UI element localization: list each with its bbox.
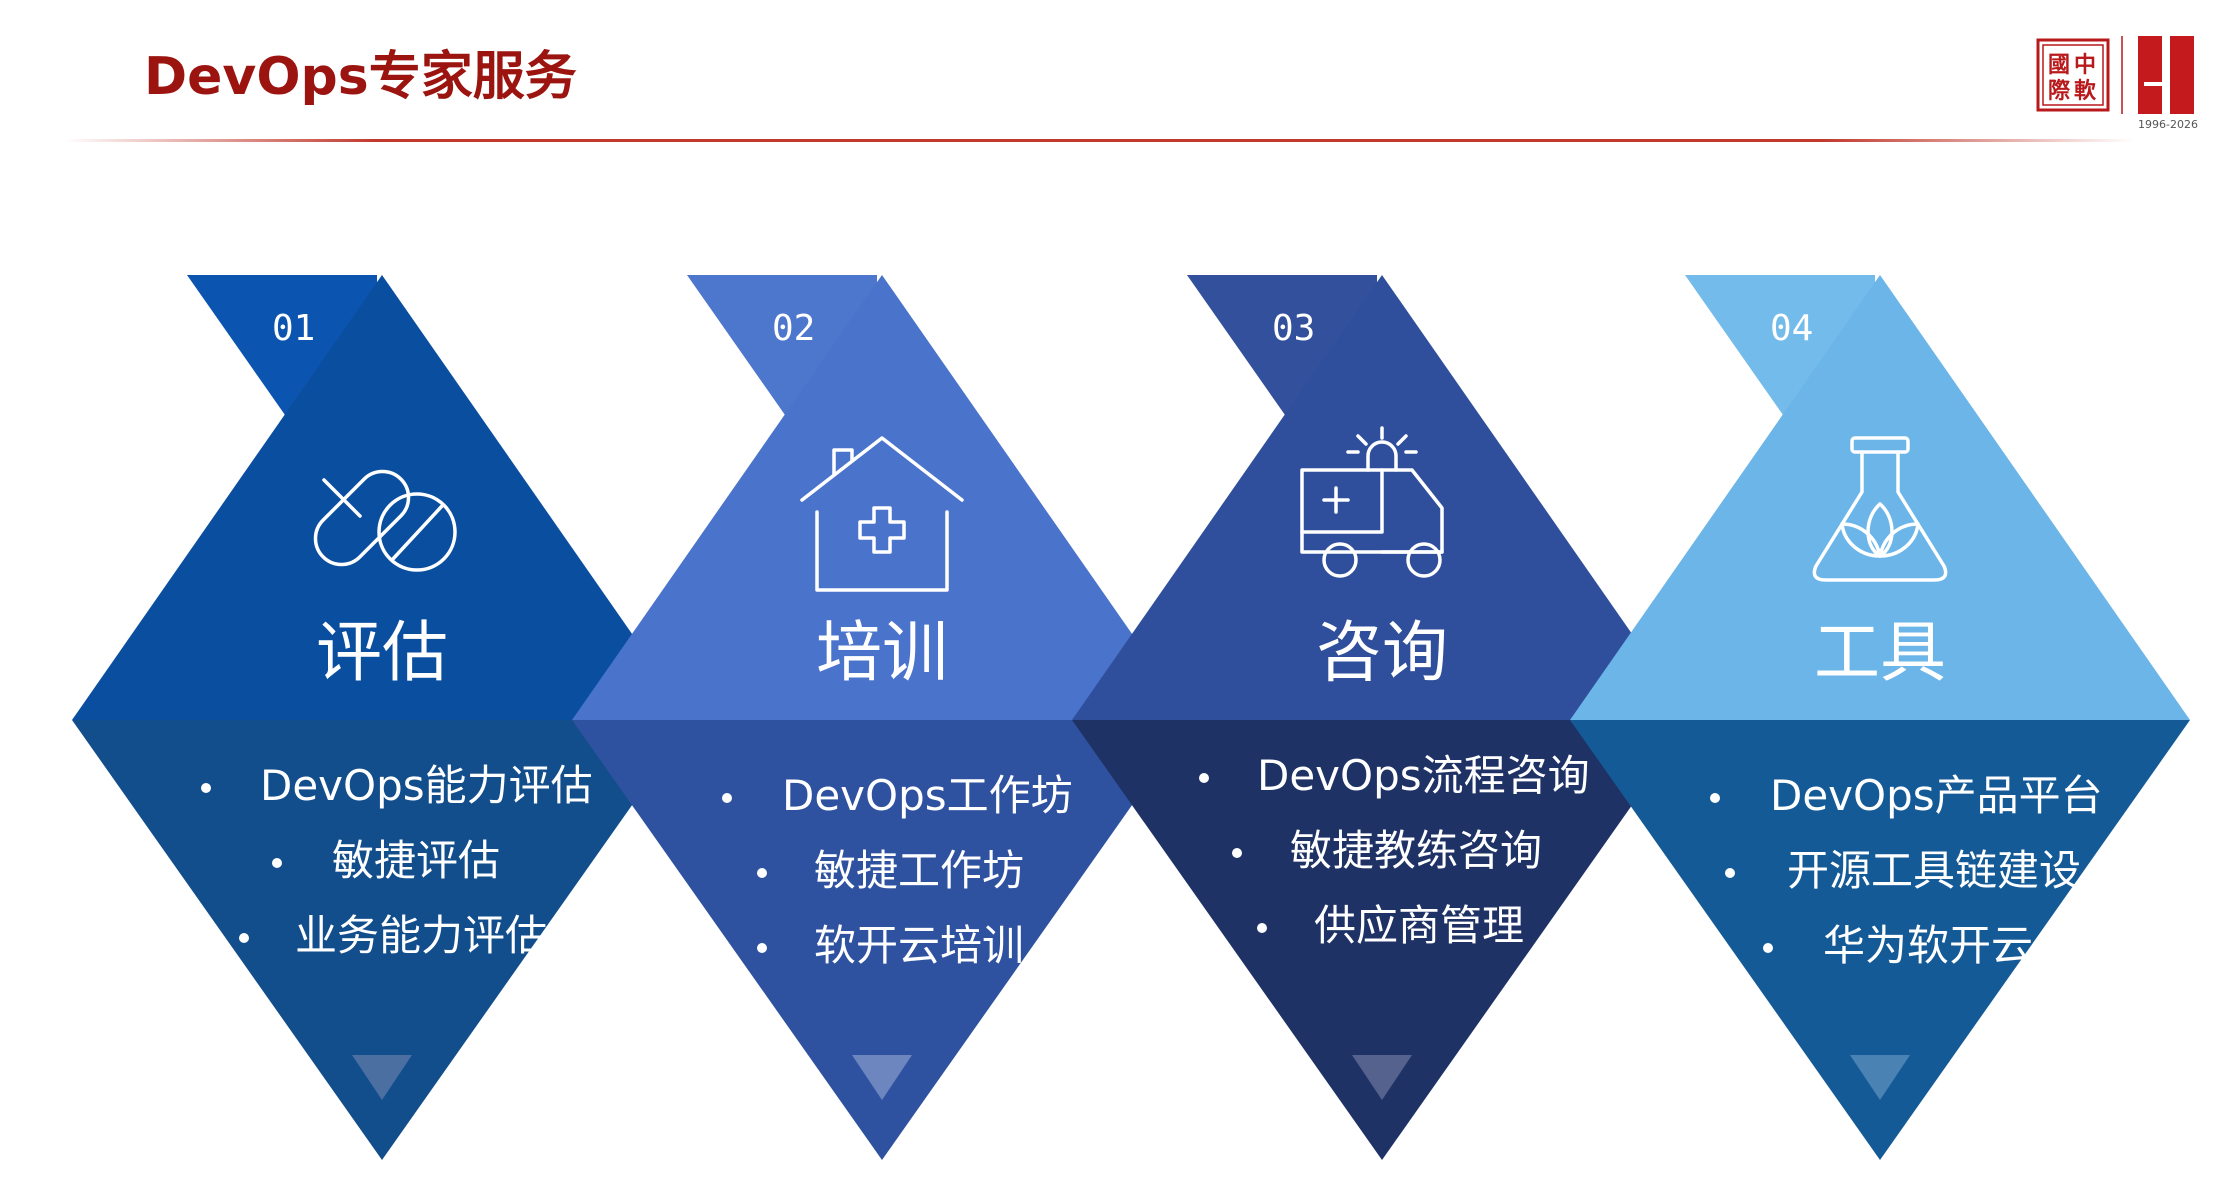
bullet-dot: [757, 943, 767, 953]
panel-bottom: [1072, 720, 1692, 1160]
service-item: 软开云培训: [814, 921, 1024, 970]
down-arrow-icon: [1352, 1055, 1412, 1100]
logo-char-4: 軟: [2074, 78, 2097, 104]
logo-char-2: 中: [2074, 53, 2096, 78]
down-arrow-icon: [352, 1055, 412, 1100]
logo-char-1: 國: [2048, 53, 2070, 78]
title-divider: [64, 139, 2134, 142]
bullet-dot: [272, 858, 282, 868]
down-arrow-icon: [1850, 1055, 1910, 1100]
bullet-dot: [1763, 943, 1773, 953]
logo-years: 1996-2026: [2138, 118, 2198, 131]
service-number: 02: [772, 308, 815, 349]
bullet-dot: [1199, 773, 1209, 783]
service-heading: 评估: [316, 614, 448, 691]
company-logo: 國 中 際 軟 1996-2026: [2036, 36, 2198, 131]
bullet-dot: [239, 933, 249, 943]
ambulance-icon: [1300, 426, 1444, 578]
service-item: DevOps工作坊: [782, 771, 1073, 820]
service-item: 敏捷工作坊: [814, 846, 1024, 895]
medical-house-icon: [800, 436, 964, 592]
logo-mark-gap: [2162, 36, 2170, 114]
service-number: 03: [1272, 308, 1315, 349]
service-heading: 培训: [816, 614, 948, 691]
flask-icon: [1812, 436, 1948, 582]
service-heading: 工具: [1814, 614, 1946, 691]
service-item: 业务能力评估: [295, 911, 547, 960]
panel-bottom: [72, 720, 692, 1160]
panel-top: [72, 275, 692, 720]
bullet-dot: [757, 868, 767, 878]
logo-seal: [2036, 38, 2110, 112]
bullet-dot: [722, 793, 732, 803]
panel-bottom: [1570, 720, 2190, 1160]
bullet-dot: [1710, 793, 1720, 803]
bullet-dot: [1232, 848, 1242, 858]
logo-mark-bar: [2144, 82, 2166, 86]
service-item: DevOps流程咨询: [1257, 751, 1590, 800]
logo-char-3: 際: [2048, 78, 2071, 104]
service-item: 华为软开云: [1823, 921, 2033, 970]
service-number: 04: [1770, 308, 1813, 349]
service-item: DevOps产品平台: [1770, 771, 2103, 820]
service-item: 敏捷评估: [332, 836, 500, 885]
bullet-dot: [1725, 868, 1735, 878]
service-item: 供应商管理: [1314, 901, 1524, 950]
pills-icon: [313, 469, 457, 572]
panel-top: [1570, 275, 2190, 720]
service-item: 开源工具链建设: [1787, 846, 2081, 895]
bullet-dot: [201, 783, 211, 793]
service-heading: 咨询: [1316, 614, 1448, 691]
page-title: DevOps专家服务: [144, 47, 577, 107]
bullet-dot: [1257, 923, 1267, 933]
service-item: 敏捷教练咨询: [1290, 826, 1542, 875]
panel-bottom: [572, 720, 1192, 1160]
service-item: DevOps能力评估: [260, 761, 593, 810]
panel-top: [572, 275, 1192, 720]
down-arrow-icon: [852, 1055, 912, 1100]
service-number: 01: [272, 308, 315, 349]
logo-seal-inner: [2042, 44, 2104, 106]
